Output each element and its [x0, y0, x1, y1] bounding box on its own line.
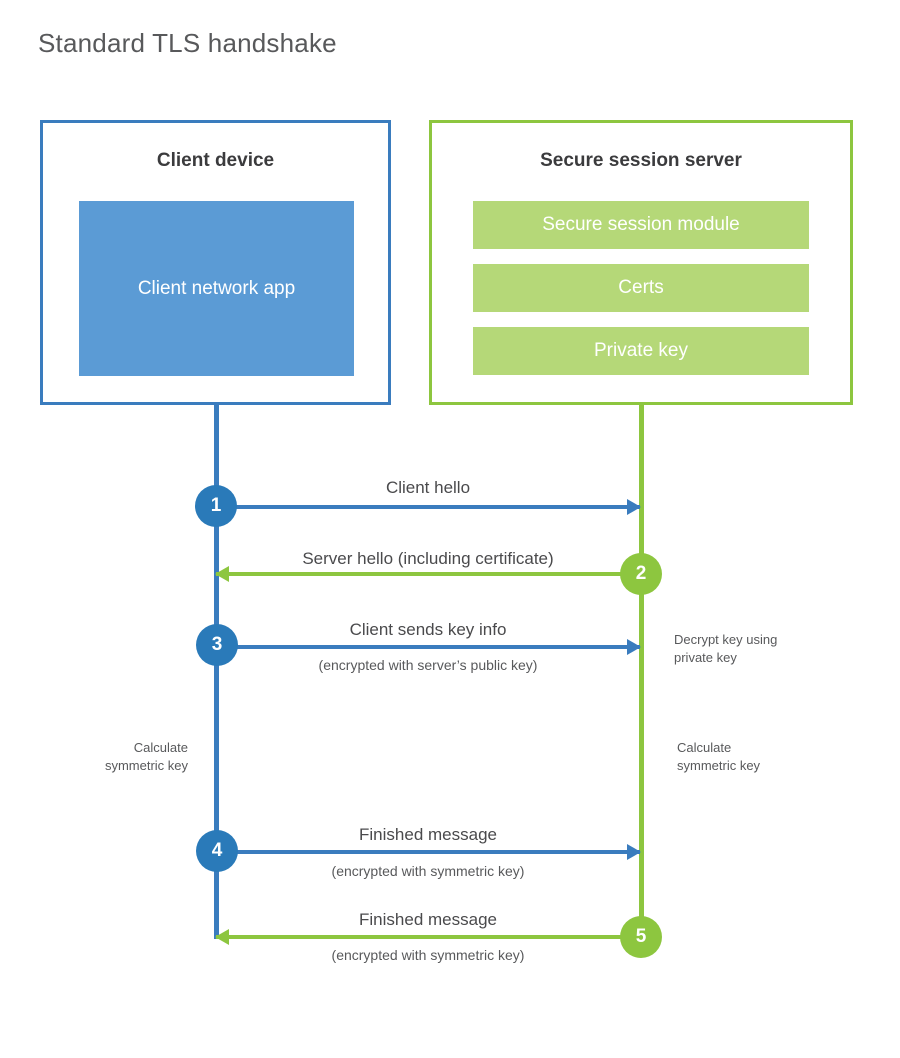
server-module-private-key: Private key [473, 327, 809, 375]
step-marker-1: 1 [195, 485, 237, 527]
step-marker-5: 5 [620, 916, 662, 958]
arrow-head-left-icon [215, 566, 229, 582]
message-1-label: Client hello [385, 478, 471, 497]
message-4-arrow [216, 844, 641, 860]
message-2-label: Server hello (including certificate) [302, 549, 554, 568]
annotation-server-calc-line2: symmetric key [677, 758, 761, 773]
annotation-decrypt-key: Decrypt key using private key [674, 631, 854, 667]
annotation-client-calc-line2: symmetric key [104, 758, 188, 773]
arrow-head-right-icon [627, 499, 641, 515]
server-module-certs: Certs [473, 264, 809, 312]
client-lifeline [214, 402, 219, 939]
annotation-server-calculate-symmetric-key: Calculate symmetric key [677, 739, 857, 775]
secure-session-server-box: Secure session server Secure session mod… [429, 120, 853, 405]
step-marker-3: 3 [196, 624, 238, 666]
message-3-label: Client sends key info [349, 620, 507, 639]
arrow-head-right-icon [627, 844, 641, 860]
message-5-label: Finished message [359, 910, 497, 929]
step-marker-2: 2 [620, 553, 662, 595]
message-2-arrow [215, 566, 640, 582]
message-4-label: Finished message [359, 825, 497, 844]
annotation-client-calc-line1: Calculate [133, 740, 188, 755]
message-4-sublabel: (encrypted with symmetric key) [331, 863, 525, 879]
client-device-title: Client device [156, 150, 275, 171]
client-device-box: Client device Client network app [40, 120, 391, 405]
server-module-secure-session-module: Secure session module [473, 201, 809, 249]
step-marker-4: 4 [196, 830, 238, 872]
annotation-server-calc-line1: Calculate [677, 740, 732, 755]
annotation-decrypt-key-line1: Decrypt key using [674, 632, 778, 647]
annotation-decrypt-key-line2: private key [674, 650, 737, 665]
client-network-app-block: Client network app [79, 201, 354, 376]
arrow-head-left-icon [215, 929, 229, 945]
secure-session-server-title: Secure session server [540, 150, 742, 171]
server-lifeline [639, 402, 644, 939]
message-5-arrow [215, 929, 640, 945]
message-3-sublabel: (encrypted with server’s public key) [318, 657, 538, 673]
message-5-sublabel: (encrypted with symmetric key) [331, 947, 525, 963]
arrow-head-right-icon [627, 639, 641, 655]
page-title: Standard TLS handshake [38, 28, 337, 58]
annotation-client-calculate-symmetric-key: Calculate symmetric key [28, 739, 188, 775]
message-1-arrow [216, 499, 641, 515]
message-3-arrow [216, 639, 641, 655]
